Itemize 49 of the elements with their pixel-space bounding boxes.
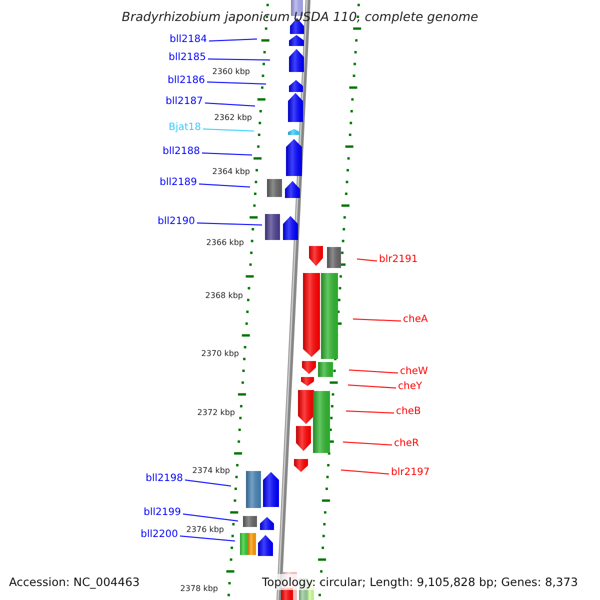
leader-line bbox=[208, 58, 270, 60]
leader-line bbox=[184, 480, 232, 486]
gene-label: cheR bbox=[394, 437, 419, 451]
scale-label: 2368 kbp bbox=[205, 291, 243, 301]
footer-text: Accession: NC_004463 bbox=[9, 574, 140, 590]
gene-label: cheY bbox=[398, 380, 422, 394]
scale-label: 2360 kbp bbox=[212, 67, 250, 77]
leader-line bbox=[202, 152, 252, 156]
leader-line bbox=[198, 184, 250, 188]
leader-line bbox=[208, 38, 258, 42]
scale-label: 2372 kbp bbox=[197, 408, 235, 418]
leader-line bbox=[356, 258, 378, 262]
scale-label: 2376 kbp bbox=[186, 525, 224, 535]
leader-line bbox=[348, 384, 396, 388]
leader-line bbox=[352, 318, 402, 322]
gene-label: bll2184 bbox=[170, 33, 207, 47]
scale-label: 2378 kbp bbox=[180, 584, 218, 594]
leader-line bbox=[342, 442, 392, 446]
gene-label: blr2191 bbox=[379, 253, 418, 267]
gene-label: blr2197 bbox=[391, 466, 430, 480]
leader-line bbox=[206, 82, 266, 84]
gene-label: cheW bbox=[400, 365, 428, 379]
gene-label: Bjat18 bbox=[168, 121, 201, 135]
gene-label: cheA bbox=[403, 313, 428, 327]
gene-label: bll2185 bbox=[168, 51, 206, 65]
gene-label: bll2190 bbox=[158, 215, 195, 229]
gene-label: bll2200 bbox=[140, 528, 178, 542]
gene-label: bll2198 bbox=[146, 472, 183, 486]
leader-line bbox=[346, 410, 394, 414]
scale-label: 2370 kbp bbox=[201, 349, 239, 359]
leader-line bbox=[202, 128, 254, 132]
leader-line bbox=[180, 536, 236, 542]
leader-line bbox=[204, 102, 256, 106]
leader-line bbox=[182, 514, 238, 522]
scale-label: 2366 kbp bbox=[206, 238, 244, 248]
scale-label: 2374 kbp bbox=[192, 466, 230, 476]
gene-label: bll2187 bbox=[166, 95, 203, 109]
gene-label: bll2189 bbox=[160, 176, 197, 190]
gene-label: bll2188 bbox=[162, 145, 200, 159]
leader-line bbox=[348, 370, 398, 374]
title: Bradyrhizobium japonicum USDA 110, complete genome bbox=[120, 9, 480, 24]
gene-label: cheB bbox=[396, 405, 421, 419]
leader-line bbox=[196, 222, 262, 226]
gene-label: bll2199 bbox=[144, 506, 181, 520]
footer-text: Topology: circular; Length: 9,105,828 bp; Genes: 8,373 bbox=[262, 574, 578, 590]
gene-label: bll2186 bbox=[168, 74, 205, 88]
leader-line bbox=[340, 470, 390, 474]
scale-label: 2364 kbp bbox=[212, 167, 250, 177]
scale-label: 2362 kbp bbox=[214, 113, 252, 123]
